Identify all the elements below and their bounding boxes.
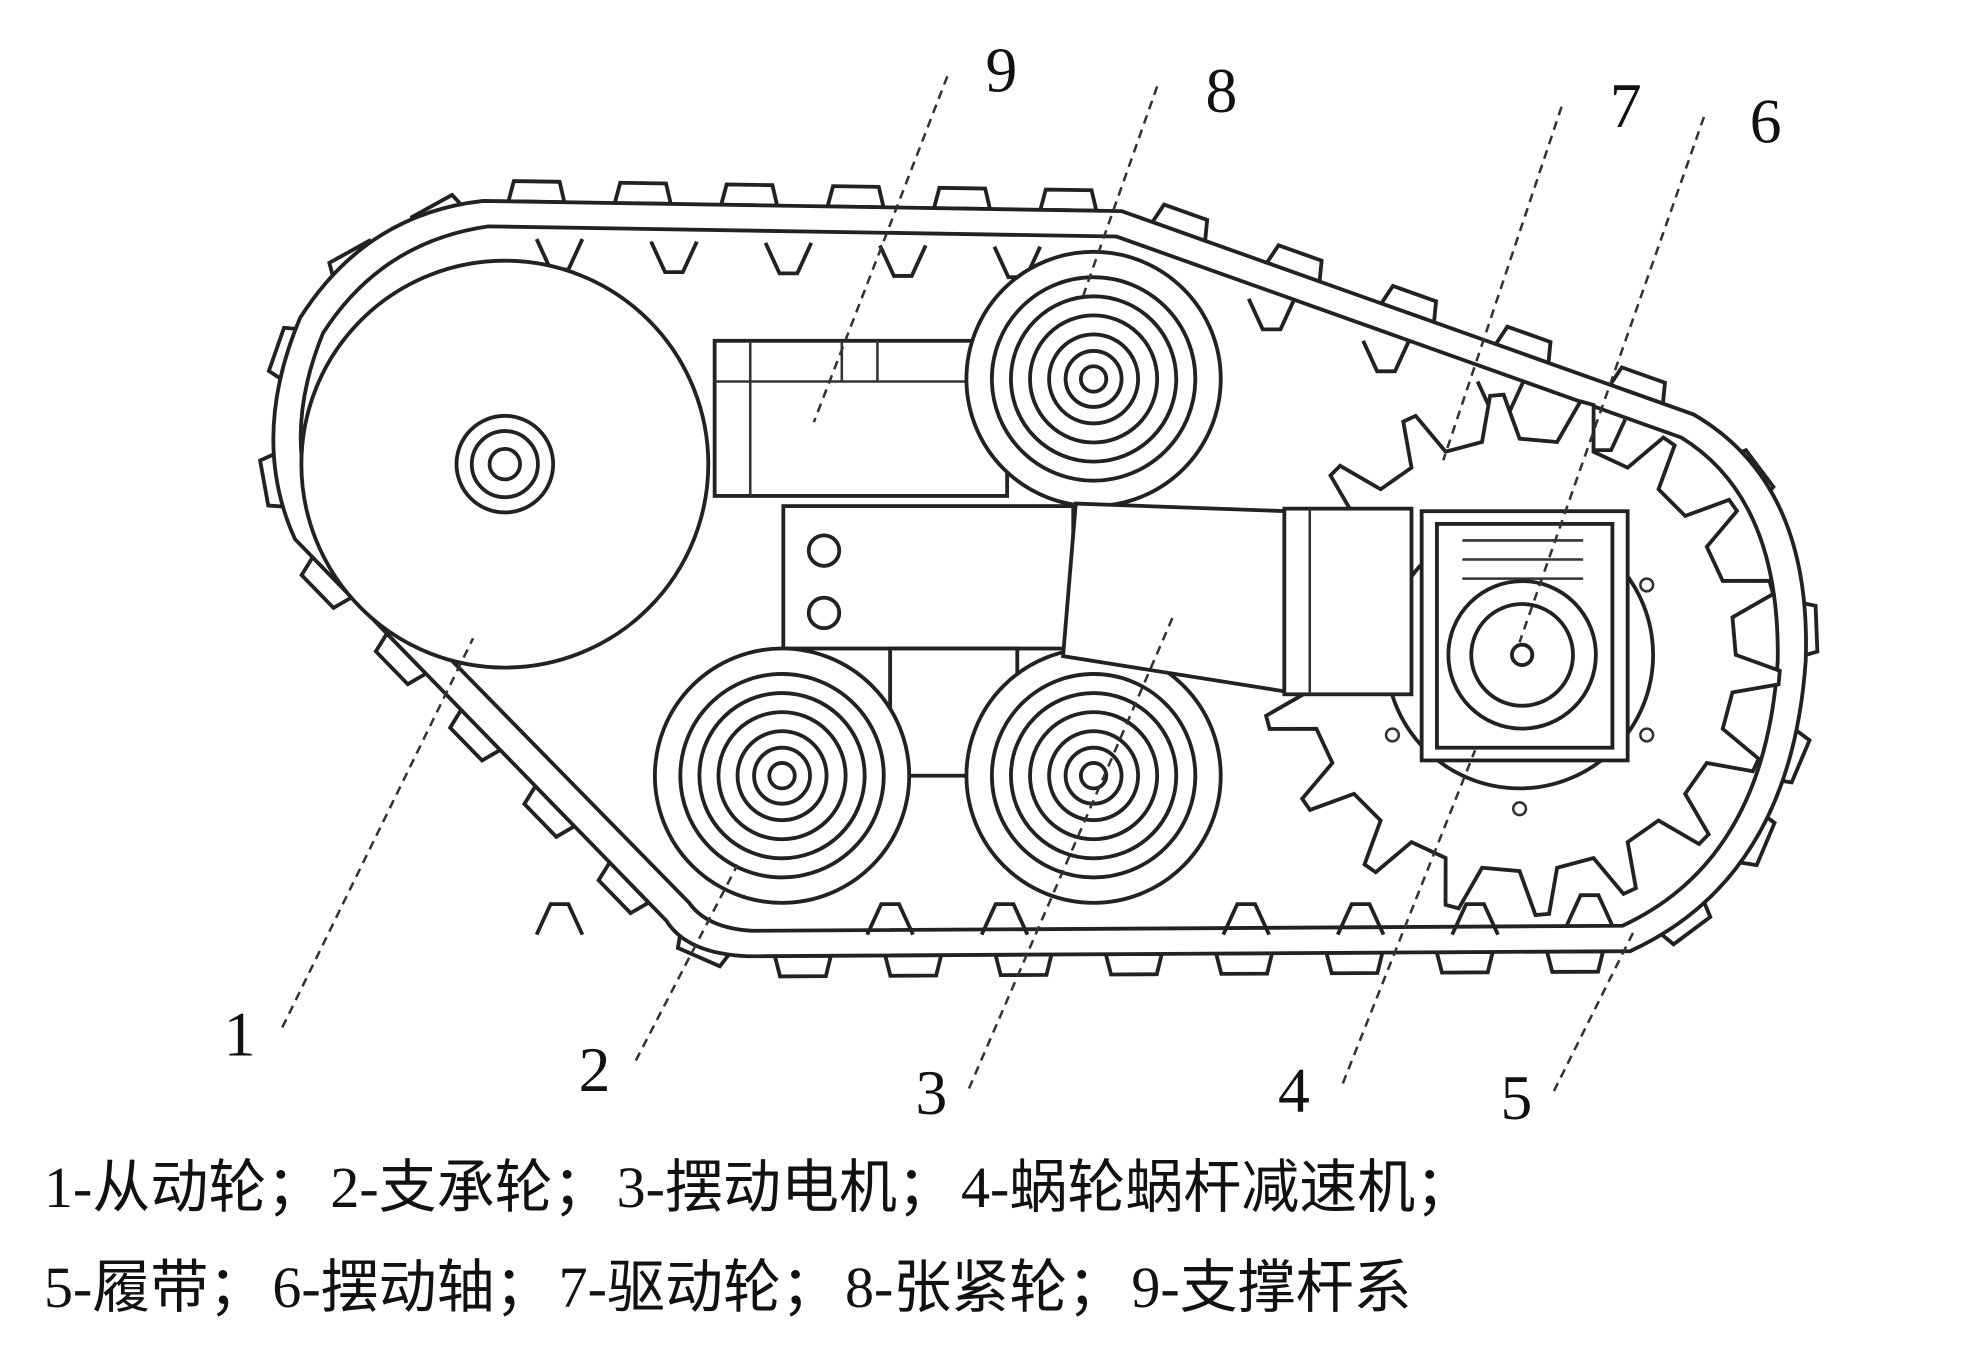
inner-tooth [878, 244, 928, 278]
support-wheel-ring [1009, 691, 1179, 861]
track-tooth-shape [505, 179, 567, 205]
track-tooth [993, 952, 1054, 978]
track-tooth [882, 953, 944, 978]
support-wheel-ring [652, 646, 912, 905]
track-tooth-shape [1037, 187, 1099, 213]
caption-item: 7-驱动轮； [558, 1255, 839, 1320]
inner-tooth [979, 902, 1030, 936]
track-tooth-shape [1544, 949, 1606, 974]
support-wheel [964, 646, 1223, 905]
support-wheel-ring [989, 672, 1198, 880]
inner-tooth [1246, 298, 1297, 332]
support-bar-plate [712, 338, 1010, 498]
tension-wheel-ring [1009, 294, 1179, 464]
track-tooth-shape [931, 185, 993, 211]
track-tooth [1213, 951, 1275, 976]
tension-wheel-ring [1078, 364, 1109, 394]
track-tooth-shape [612, 180, 674, 206]
label-6: 6 [1750, 85, 1782, 156]
worm-gear-reducer [1384, 509, 1655, 817]
label-5: 5 [1501, 1062, 1533, 1133]
caption-item: 8-张紧轮； [844, 1255, 1126, 1320]
label-8: 8 [1205, 55, 1237, 126]
support-wheel-ring [1028, 710, 1160, 842]
inner-tooth [1450, 902, 1500, 936]
caption-item: 2-支承轮； [330, 1155, 611, 1220]
caption-item: 9-支撑杆系 [1131, 1255, 1412, 1320]
tension-wheel-ring [989, 275, 1198, 483]
track-tooth [1434, 950, 1496, 975]
caption-item: 4-蜗轮蜗杆减速机； [960, 1155, 1474, 1220]
inner-tooth [763, 242, 814, 276]
label-2: 2 [579, 1034, 611, 1105]
support-wheel-ring [1047, 729, 1141, 823]
support-wheel-ring [1078, 761, 1109, 791]
track-tooth [1323, 950, 1385, 976]
support-wheel [652, 646, 912, 905]
track-tooth [718, 182, 780, 208]
support-wheel-ring [752, 745, 812, 806]
track-inner-teeth [534, 238, 1627, 936]
track-tooth-shape [882, 953, 944, 978]
label-4: 4 [1278, 1054, 1310, 1125]
track-tooth [1103, 951, 1165, 977]
caption-item: 6-摆动轴； [272, 1255, 553, 1320]
caption-item: 1-从动轮； [44, 1155, 325, 1220]
tension-wheel-ring [1047, 332, 1141, 426]
support-wheel-ring [1063, 745, 1124, 806]
support-wheel-ring [716, 710, 848, 842]
inner-tooth [1336, 902, 1386, 936]
support-wheel-ring [964, 646, 1223, 905]
track-belt-inner [298, 224, 1780, 933]
tension-wheel-ring [1063, 349, 1124, 409]
label-7: 7 [1610, 70, 1642, 141]
track-tooth-shape [993, 952, 1054, 978]
track-tooth [1037, 187, 1099, 213]
inner-tooth [534, 902, 585, 936]
support-wheel-ring [678, 672, 886, 880]
tension-wheel-ring [964, 249, 1223, 509]
track-tooth [825, 184, 886, 210]
label-1: 1 [224, 998, 256, 1069]
inner-tooth [649, 240, 699, 275]
tension-wheel-ring [1028, 313, 1160, 445]
tension-wheel [964, 249, 1223, 509]
track-tooth-shape [1323, 950, 1385, 976]
idler-wheel [299, 258, 711, 670]
support-wheel-ring [697, 691, 867, 861]
track-tooth [612, 180, 674, 206]
track-tooth [1544, 949, 1606, 974]
caption-item: 5-履带； [44, 1255, 267, 1320]
track-tooth-shape [1213, 951, 1275, 976]
caption-line-1: 1-从动轮；2-支承轮；3-摆动电机；4-蜗轮蜗杆减速机； [44, 1140, 1479, 1224]
label-9: 9 [986, 35, 1018, 106]
label-3: 3 [916, 1057, 948, 1128]
inner-tooth [1564, 893, 1615, 927]
swing-motor [1061, 501, 1414, 697]
track-tooth [931, 185, 993, 211]
inner-tooth [1221, 902, 1271, 936]
track-tooth [505, 179, 567, 205]
track-tooth [772, 953, 834, 979]
support-wheel-ring [767, 761, 797, 791]
caption-item: 3-摆动电机； [616, 1155, 955, 1220]
caption-line-2: 5-履带；6-摆动轴；7-驱动轮；8-张紧轮；9-支撑杆系 [44, 1240, 1418, 1324]
inner-tooth [1361, 339, 1411, 374]
inner-tooth [865, 902, 915, 936]
track-tooth-shape [1434, 950, 1496, 975]
track-tooth-shape [1103, 951, 1165, 977]
track-tooth-shape [825, 184, 886, 210]
track-tooth-shape [772, 953, 834, 979]
support-wheel-ring [735, 729, 829, 823]
track-tooth-shape [718, 182, 780, 208]
